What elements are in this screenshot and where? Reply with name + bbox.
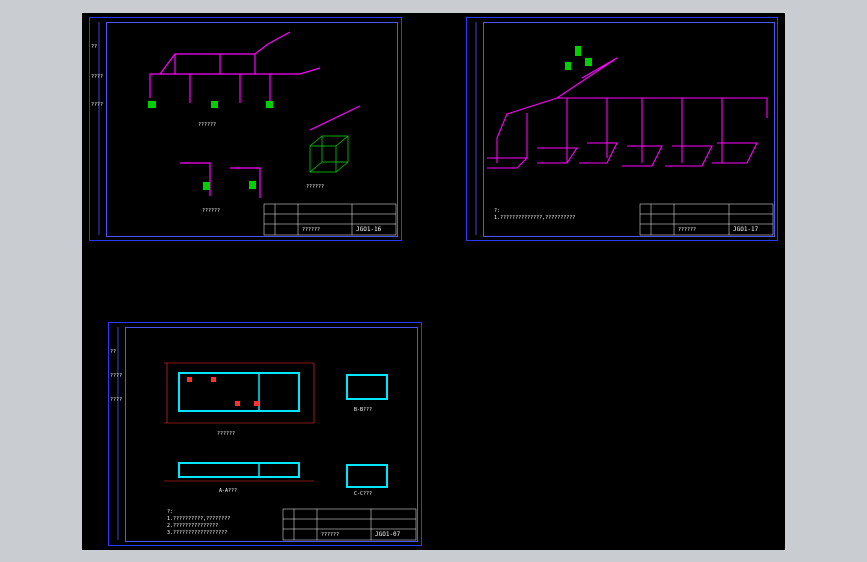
sheet-3-note-title: ?: xyxy=(167,509,174,515)
sheet-1-caption-2: ?????? xyxy=(306,184,325,190)
drawing-canvas[interactable]: ?? ???? ???? ?????? ?????? ?????? ??????… xyxy=(82,13,785,550)
sheet-1-caption-1: ?????? xyxy=(202,208,221,214)
sheet-3-caption-cc: C-C??? xyxy=(354,491,373,497)
sheet-1-strip-label-0: ?? xyxy=(91,44,98,50)
sheet-3-strip-label-1: ???? xyxy=(110,373,123,379)
sheet-3-note-1: 1.??????????,???????? xyxy=(167,516,231,522)
sheet-2-drawing-no: JGO1-17 xyxy=(733,226,759,233)
sheet-3-caption-plan: ?????? xyxy=(217,431,236,437)
sheet-1-strip-label-1: ???? xyxy=(91,74,104,80)
drawing-sheet-1[interactable]: ?? ???? ???? ?????? ?????? ?????? ??????… xyxy=(89,17,402,241)
sheet-3-note-2: 2.??????????????? xyxy=(167,523,219,529)
sheet-3-drawing-no: JGO1-07 xyxy=(375,531,401,538)
sheet-3-note-3: 3.?????????????????? xyxy=(167,530,228,536)
sheet-1-drawing xyxy=(98,22,397,236)
sheet-3-strip-label-0: ?? xyxy=(110,349,117,355)
sheet-3-drawing xyxy=(117,327,417,541)
sheet-3-strip-label-2: ???? xyxy=(110,397,123,403)
sheet-3-caption-aa: A-A??? xyxy=(219,488,238,494)
sheet-1-drawing-no: JGO1-16 xyxy=(356,226,382,233)
sheet-2-note-title: ?: xyxy=(494,208,501,214)
sheet-1-strip-label-2: ???? xyxy=(91,102,104,108)
sheet-3-title-name: ?????? xyxy=(321,532,340,538)
sheet-1-caption-0: ?????? xyxy=(198,122,217,128)
sheet-2-note-1: 1.??????????????,?????????? xyxy=(494,215,576,221)
sheet-2-drawing xyxy=(475,22,774,236)
drawing-sheet-2[interactable]: ?: 1.??????????????,?????????? ?????? JG… xyxy=(466,17,778,241)
sheet-2-inner-frame xyxy=(483,22,775,237)
drawing-sheet-3[interactable]: ?? ???? ???? ?????? A-A??? B-B??? C-C???… xyxy=(108,322,422,546)
sheet-2-title-name: ?????? xyxy=(678,227,697,233)
sheet-3-caption-bb: B-B??? xyxy=(354,407,373,413)
sheet-3-inner-frame xyxy=(125,327,418,542)
sheet-1-inner-frame xyxy=(106,22,398,237)
sheet-1-title-name: ?????? xyxy=(302,227,321,233)
